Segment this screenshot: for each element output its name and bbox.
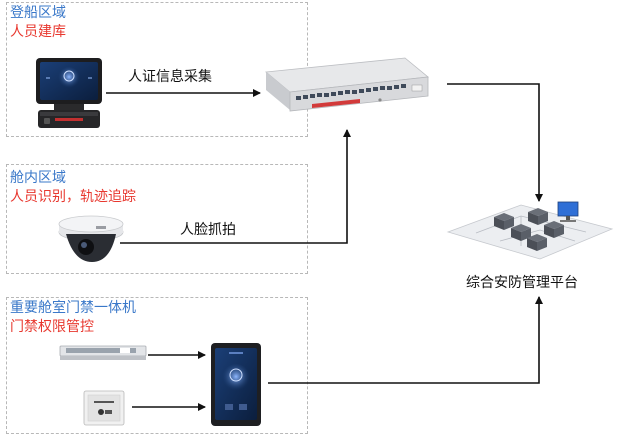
- access-zone-subtitle: 门禁权限管控: [10, 319, 94, 335]
- boarding-zone-title: 登船区域: [10, 5, 66, 21]
- edge-label-id-collection: 人证信息采集: [128, 69, 212, 85]
- access-zone-title: 重要舱室门禁一体机: [10, 300, 136, 316]
- cabin-zone-subtitle: 人员识别，轨迹追踪: [10, 189, 136, 205]
- edge-label-face-capture: 人脸抓拍: [180, 222, 236, 238]
- edge-access-terminal-to-platform: [268, 296, 543, 384]
- server-cluster-icon: [446, 201, 614, 260]
- dome-camera-icon: [58, 215, 124, 262]
- exit-button-icon: [83, 390, 125, 426]
- cabin-zone-title: 舱内区域: [10, 170, 66, 186]
- face-recognition-terminal-icon: [36, 58, 102, 128]
- edge-camera-to-switch: [120, 129, 351, 244]
- access-control-terminal-icon: [211, 343, 261, 426]
- boarding-zone-subtitle: 人员建库: [10, 24, 66, 40]
- edge-switch-to-platform: [447, 83, 543, 202]
- magnetic-lock-icon: [59, 345, 147, 360]
- platform-label: 综合安防管理平台: [466, 275, 578, 291]
- network-switch-icon: [265, 57, 429, 112]
- access-zone: [6, 297, 308, 434]
- cabin-zone: [6, 164, 308, 274]
